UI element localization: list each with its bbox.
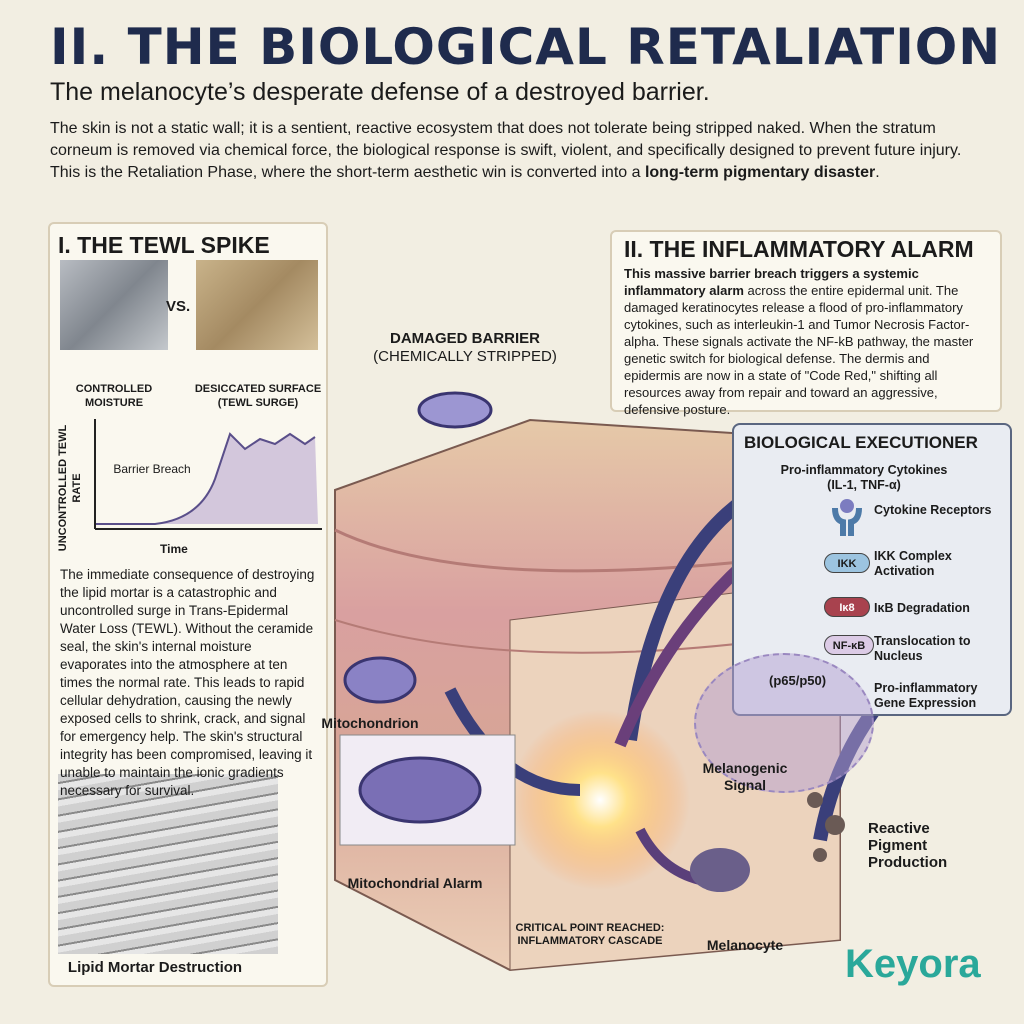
intro-end: . (875, 164, 880, 181)
p65-p50-label: (p65/p50) (769, 673, 827, 688)
melanocyte-shape (690, 848, 750, 892)
page-title: II. THE BIOLOGICAL RETALIATION (50, 18, 1002, 76)
pigment-granule (813, 848, 827, 862)
ikk-pill: IKK (824, 553, 870, 573)
critical-point-label: CRITICAL POINT REACHED: INFLAMMATORY CAS… (515, 922, 665, 947)
vs-label: VS. (166, 298, 191, 315)
step-label: Translocation to Nucleus (874, 634, 971, 663)
executioner-title: BIOLOGICAL EXECUTIONER (744, 433, 978, 452)
lipid-mortar-label: Lipid Mortar Destruction (67, 959, 243, 976)
chemically-stripped-label: (CHEMICALLY STRIPPED) (373, 348, 557, 365)
tewl-body: The immediate consequence of destroying … (60, 567, 315, 798)
barrier-breach-annotation: Barrier Breach (113, 462, 191, 476)
reactive-pigment-label: Reactive Pigment Production (868, 820, 948, 871)
inflammatory-alarm-title: II. THE INFLAMMATORY ALARM (624, 236, 974, 262)
page-subtitle: The melanocyte’s desperate defense of a … (50, 78, 710, 106)
step-label: IκB Degradation (874, 601, 970, 615)
controlled-moisture-label: CONTROLLED MOISTURE (75, 383, 153, 409)
pigment-granule (825, 815, 845, 835)
inflammatory-alarm-panel: II. THE INFLAMMATORY ALARM This massive … (610, 230, 1002, 417)
tewl-chart (94, 419, 322, 530)
step-label: Pro-inflammatory Gene Expression (874, 681, 978, 710)
biological-executioner-box: BIOLOGICAL EXECUTIONER Pro-inflammatory … (694, 423, 1012, 793)
tewl-spike-panel: I. THE TEWL SPIKE VS. CONTROLLED MOISTUR… (48, 222, 328, 987)
ikb-pill: Iκ8 (824, 597, 870, 617)
damaged-barrier-label: DAMAGED BARRIER (390, 330, 540, 347)
step-label: IKK Complex Activation (874, 549, 952, 578)
desiccated-surface-label: DESICCATED SURFACE (TEWL SURGE) (194, 383, 322, 409)
receptor-icon (832, 499, 862, 536)
tewl-area (95, 434, 318, 524)
mitochondrion-shape (358, 756, 482, 824)
mitochondrion-label: Mitochondrion (321, 715, 419, 731)
melanocyte-label: Melanocyte (706, 937, 784, 953)
nfkb-pill: NF-κB (824, 635, 874, 655)
nucleus-shape (694, 653, 874, 793)
mitochondrion-icon (417, 391, 493, 429)
lipid-mortar-image (58, 774, 278, 954)
pigment-granule (807, 792, 823, 808)
cytokines-label: Pro-inflammatory Cytokines (IL-1, TNF-α) (780, 463, 948, 492)
inflammatory-alarm-body: This massive barrier breach triggers a s… (624, 265, 988, 418)
tewl-title: I. THE TEWL SPIKE (58, 232, 270, 258)
controlled-moisture-image (60, 260, 168, 350)
desiccated-surface-image (196, 260, 318, 350)
intro-bold: long-term pigmentary disaster (644, 164, 876, 181)
alarm-bold: This massive barrier breach triggers a s… (624, 266, 919, 298)
intro-paragraph: The skin is not a static wall; it is a s… (50, 118, 980, 184)
intro-text: The skin is not a static wall; it is a s… (50, 120, 962, 181)
tewl-line (95, 432, 316, 525)
alarm-text: across the entire epidermal unit. The da… (624, 283, 974, 417)
chart-xlabel: Time (160, 542, 188, 556)
keyora-logo: Keyora (845, 942, 981, 986)
step-label: Cytokine Receptors (874, 503, 992, 517)
mitochondrion-shape (343, 656, 417, 704)
melanogenic-signal-label: Melanogenic Signal (702, 760, 788, 793)
chart-ylabel: UNCONTROLLED TEWL RATE (57, 424, 83, 552)
mitochondrial-alarm-label: Mitochondrial Alarm (347, 875, 483, 891)
